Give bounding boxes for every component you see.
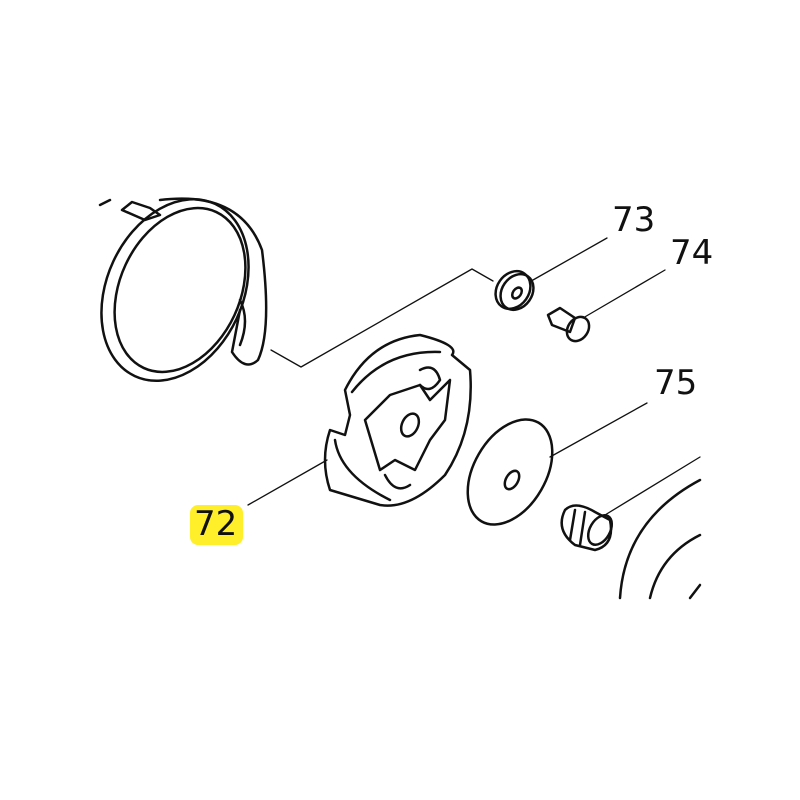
clutch-72 — [323, 333, 472, 507]
leader-line-75 — [549, 402, 648, 458]
clutch-cover — [98, 197, 268, 383]
washer-73 — [494, 269, 535, 312]
needle-bearing — [560, 504, 614, 552]
leader-line-cover — [270, 268, 494, 368]
part-label-72-highlighted: 72 — [190, 505, 244, 545]
part-label-75: 75 — [654, 363, 698, 403]
part-label-74: 74 — [670, 233, 714, 273]
part-label-73: 73 — [612, 200, 656, 240]
leader-line-bearing — [604, 456, 701, 516]
leader-line-73 — [532, 237, 608, 281]
leader-line-74 — [582, 269, 666, 319]
screw-74 — [546, 306, 591, 343]
leader-line-72 — [247, 459, 328, 506]
clutch-drum — [618, 478, 702, 600]
thrust-washer-75 — [466, 418, 554, 526]
